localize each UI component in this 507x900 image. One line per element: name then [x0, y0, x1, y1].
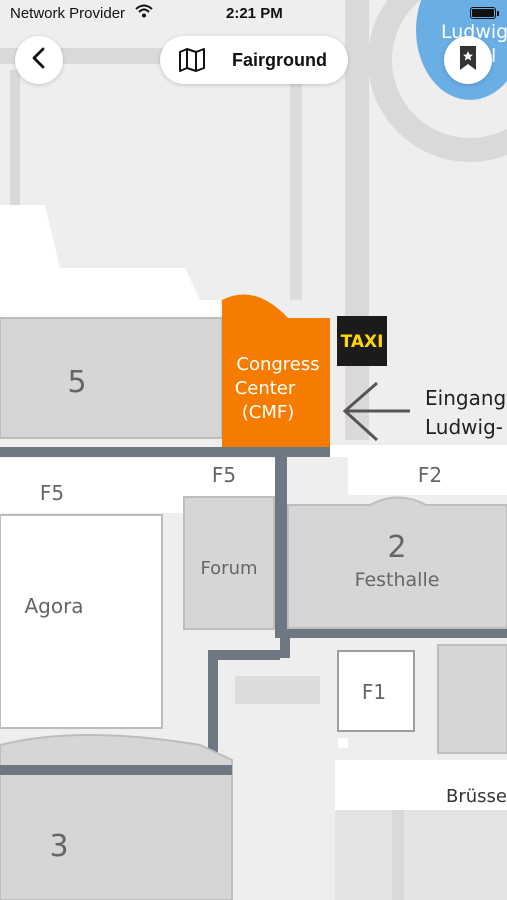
- venue-label: Fairground: [232, 49, 327, 70]
- hall-3[interactable]: [0, 734, 233, 900]
- agora[interactable]: [0, 514, 163, 729]
- hall-2-festhalle[interactable]: [287, 496, 507, 629]
- forum-label: Forum: [200, 558, 257, 579]
- chevron-left-icon: [29, 47, 49, 74]
- f1-label: F1: [362, 680, 386, 704]
- hall-3-label: 3: [49, 829, 68, 864]
- entrance-arrow-icon: [342, 381, 410, 442]
- walkway-left: [10, 70, 20, 210]
- taxi-label: TAXI: [341, 332, 384, 352]
- congress-center-label-2: Center: [235, 378, 296, 399]
- bottom-walkway: [392, 810, 404, 900]
- walkway-mid: [290, 60, 302, 300]
- f2-label: F2: [418, 463, 442, 487]
- congress-center-label-1: Congress: [236, 354, 319, 375]
- entrance-label-1: Eingang: [425, 386, 506, 410]
- status-bar: Network Provider 2:21 PM: [0, 0, 507, 28]
- bookmark-button[interactable]: [444, 36, 492, 84]
- wifi-icon: [135, 4, 153, 22]
- map-icon: [178, 48, 208, 72]
- open-area: [0, 205, 220, 318]
- battery-level: [472, 9, 494, 17]
- bookmark-star-icon: [459, 45, 477, 76]
- hall-2-label: 2: [387, 530, 406, 565]
- forum[interactable]: [183, 496, 275, 630]
- bottom-right-block: [335, 810, 507, 900]
- f5-center-label: F5: [212, 463, 236, 487]
- f1[interactable]: [337, 650, 415, 732]
- hall-2-name-label: Festhalle: [355, 569, 440, 591]
- taxi-marker[interactable]: [337, 316, 387, 366]
- venue-selector-button[interactable]: Fairground: [160, 36, 348, 84]
- street-label: Brüsse: [446, 786, 507, 807]
- back-button[interactable]: [15, 36, 63, 84]
- hall-5-label: 5: [67, 365, 86, 400]
- congress-center-label-3: (CMF): [242, 402, 295, 423]
- road-hall-3: [0, 765, 232, 775]
- agora-label: Agora: [24, 594, 83, 618]
- building-right[interactable]: [437, 644, 507, 754]
- clock: 2:21 PM: [226, 5, 283, 22]
- entrance-label-2: Ludwig-: [425, 415, 503, 439]
- carrier-label: Network Provider: [10, 5, 126, 22]
- f2-area: [348, 456, 507, 495]
- f5-left-label: F5: [40, 481, 64, 505]
- entrance-walkway: [330, 445, 507, 457]
- road-connector: [280, 628, 290, 658]
- hall-5[interactable]: [0, 317, 223, 439]
- battery-icon: [470, 7, 499, 19]
- walkway-right: [345, 0, 369, 440]
- small-structure: [235, 676, 320, 704]
- street-area: [335, 760, 507, 810]
- small-marker: [338, 738, 348, 748]
- congress-center[interactable]: [222, 294, 330, 455]
